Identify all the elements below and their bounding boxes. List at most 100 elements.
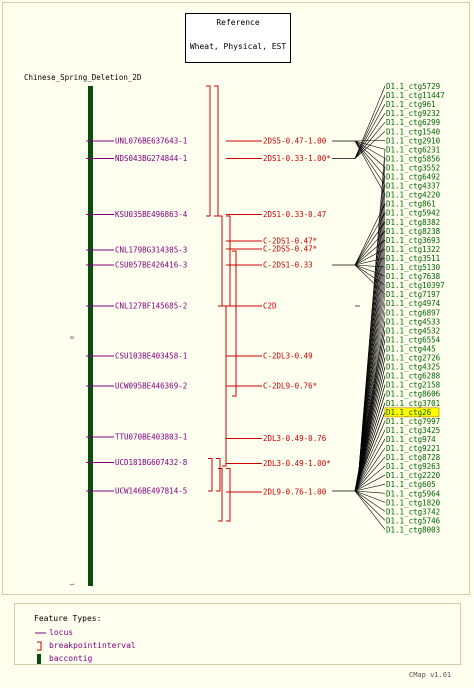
contig-label[interactable]: D1.1_ctg3511 [386, 254, 440, 263]
connector-line [354, 230, 386, 266]
contig-label[interactable]: D1.1_ctg4337 [386, 182, 440, 191]
breakpoint-bracket[interactable] [216, 458, 221, 492]
interval-label[interactable]: C2D [263, 302, 277, 311]
connector-line [354, 474, 386, 492]
reference-title: Reference [216, 18, 260, 27]
contig-label[interactable]: D1.1_ctg961 [386, 100, 436, 109]
contig-label[interactable]: D1.1_ctg6231 [386, 145, 440, 154]
breakpoint-bracket[interactable] [206, 85, 211, 217]
contig-label[interactable]: D1.1_ctg5729 [386, 82, 440, 91]
contig-label[interactable]: D1.1_ctg26 [386, 408, 432, 417]
contig-label[interactable]: D1.1_ctg861 [386, 200, 436, 209]
contig-label[interactable]: D1.1_ctg6897 [386, 308, 440, 317]
connector-line [354, 212, 386, 266]
legend-label-breakpointinterval: breakpointinterval [49, 641, 136, 650]
contig-label[interactable]: D1.1_ctg3425 [386, 426, 440, 435]
contig-label[interactable]: D1.1_ctg3742 [386, 507, 440, 516]
locus-label[interactable]: TTU070BE403803-1 [115, 433, 187, 442]
locus-label[interactable]: UCW095BE446369-2 [115, 382, 187, 391]
contig-label[interactable]: D1.1_ctg8003 [386, 525, 440, 534]
contig-label[interactable]: D1.1_ctg6492 [386, 173, 440, 182]
contig-label[interactable]: D1.1_ctg4220 [386, 191, 441, 200]
contig-label[interactable]: D1.1_ctg974 [386, 435, 436, 444]
contig-label[interactable]: D1.1_ctg8606 [386, 390, 441, 399]
contig-label[interactable]: D1.1_ctg8728 [386, 453, 441, 462]
locus-label[interactable]: UNL076BE637643-1 [115, 137, 187, 146]
locus-label[interactable]: KSU035BE496863-4 [115, 210, 188, 219]
contig-label[interactable]: D1.1_ctg7197 [386, 290, 440, 299]
contig-label[interactable]: D1.1_ctg4533 [386, 317, 440, 326]
locus-label[interactable]: UCW146BE497814-5 [115, 487, 187, 496]
contig-label[interactable]: D1.1_ctg6554 [386, 335, 441, 344]
interval-label[interactable]: 2DS1-0.33-0.47 [263, 210, 326, 219]
contig-label[interactable]: D1.1_ctg8382 [386, 218, 440, 227]
chromosome-bar[interactable] [88, 86, 93, 586]
interval-label[interactable]: 2DS5-0.47-1.00 [263, 137, 327, 146]
connector-line [354, 420, 386, 492]
contig-label[interactable]: D1.1_ctg3693 [386, 236, 440, 245]
contig-label[interactable]: D1.1_ctg5964 [386, 489, 441, 498]
breakpoint-bracket[interactable] [222, 305, 227, 467]
breakpoint-bracket[interactable] [218, 215, 223, 307]
interval-label[interactable]: 2DS1-0.33-1.00* [263, 154, 331, 163]
contig-label[interactable]: D1.1_ctg5856 [386, 154, 441, 163]
breakpoint-bracket[interactable] [232, 305, 237, 397]
contig-label[interactable]: D1.1_ctg5130 [386, 263, 441, 272]
locus-label[interactable]: CNL127BF145685-2 [115, 302, 187, 311]
breakpoint-bracket[interactable] [208, 458, 213, 492]
contig-label[interactable]: D1.1_ctg8238 [386, 227, 441, 236]
contig-label[interactable]: D1.1_ctg2910 [386, 136, 441, 145]
locus-label[interactable]: CSU057BE426416-3 [115, 261, 187, 270]
contig-label[interactable]: D1.1_ctg9232 [386, 109, 440, 118]
interval-label[interactable]: C-2DS1-0.33 [263, 261, 313, 270]
contig-label[interactable]: D1.1_ctg605 [386, 480, 436, 489]
contig-label[interactable]: D1.1_ctg3552 [386, 163, 440, 172]
connector-line [357, 321, 386, 482]
locus-label[interactable]: CSU103BE403458-1 [115, 352, 187, 361]
interval-label[interactable]: 2DL9-0.76-1.00 [263, 488, 327, 497]
contig-label[interactable]: D1.1_ctg1322 [386, 245, 440, 254]
contig-label[interactable]: D1.1_ctg2158 [386, 381, 441, 390]
contig-label[interactable]: D1.1_ctg9263 [386, 462, 440, 471]
contig-label[interactable]: D1.1_ctg4974 [386, 299, 441, 308]
breakpoint-bracket[interactable] [218, 468, 223, 522]
breakpoint-bracket[interactable] [226, 215, 231, 307]
contig-label[interactable]: D1.1_ctg445 [386, 344, 436, 353]
interval-label[interactable]: 2DL3-0.49-0.76 [263, 434, 327, 443]
interval-star: * [326, 459, 331, 468]
breakpoint-bracket[interactable] [226, 468, 231, 522]
contig-label[interactable]: D1.1_ctg6288 [386, 372, 441, 381]
contig-label[interactable]: D1.1_ctg3701 [386, 399, 440, 408]
locus-label[interactable]: UCD181BG607432-8 [115, 458, 188, 467]
connector-line [354, 140, 386, 168]
contig-label[interactable]: D1.1_ctg11447 [386, 91, 445, 100]
interval-label[interactable]: C-2DL9-0.76* [263, 382, 317, 391]
interval-label[interactable]: C-2DL3-0.49 [263, 352, 313, 361]
locus-label[interactable]: CNL179BG314305-3 [115, 246, 187, 255]
map-title[interactable]: Chinese_Spring_Deletion_2D [24, 73, 142, 82]
connector-line [354, 456, 386, 492]
interval-label[interactable]: C-2DS1-0.47* [263, 237, 317, 246]
breakpoint-bracket[interactable] [214, 85, 219, 217]
connector-line [354, 447, 386, 492]
contig-label[interactable]: D1.1_ctg4532 [386, 326, 440, 335]
contig-label[interactable]: D1.1_ctg6299 [386, 118, 440, 127]
interval-label[interactable]: 2DL3-0.49-1.00* [263, 459, 331, 468]
contig-label[interactable]: D1.1_ctg1540 [386, 127, 441, 136]
contig-label[interactable]: D1.1_ctg4325 [386, 363, 440, 372]
connector-line [354, 490, 386, 494]
contig-label[interactable]: D1.1_ctg1820 [386, 498, 441, 507]
contig-label[interactable]: D1.1_ctg2726 [386, 354, 441, 363]
breakpoint-bracket[interactable] [232, 250, 237, 307]
contig-label[interactable]: D1.1_ctg2220 [386, 471, 441, 480]
interval-label[interactable]: C-2DS5-0.47* [263, 245, 317, 254]
interval-star: * [326, 154, 331, 163]
contig-label[interactable]: D1.1_ctg5942 [386, 209, 440, 218]
contig-label[interactable]: D1.1_ctg5746 [386, 516, 441, 525]
interval-name: C2D [263, 302, 277, 311]
contig-label[interactable]: D1.1_ctg9221 [386, 444, 440, 453]
contig-label[interactable]: D1.1_ctg7638 [386, 272, 441, 281]
locus-label[interactable]: NDS043BG274844-1 [115, 154, 187, 163]
contig-label[interactable]: D1.1_ctg7997 [386, 417, 440, 426]
contig-label[interactable]: D1.1_ctg10397 [386, 281, 445, 290]
